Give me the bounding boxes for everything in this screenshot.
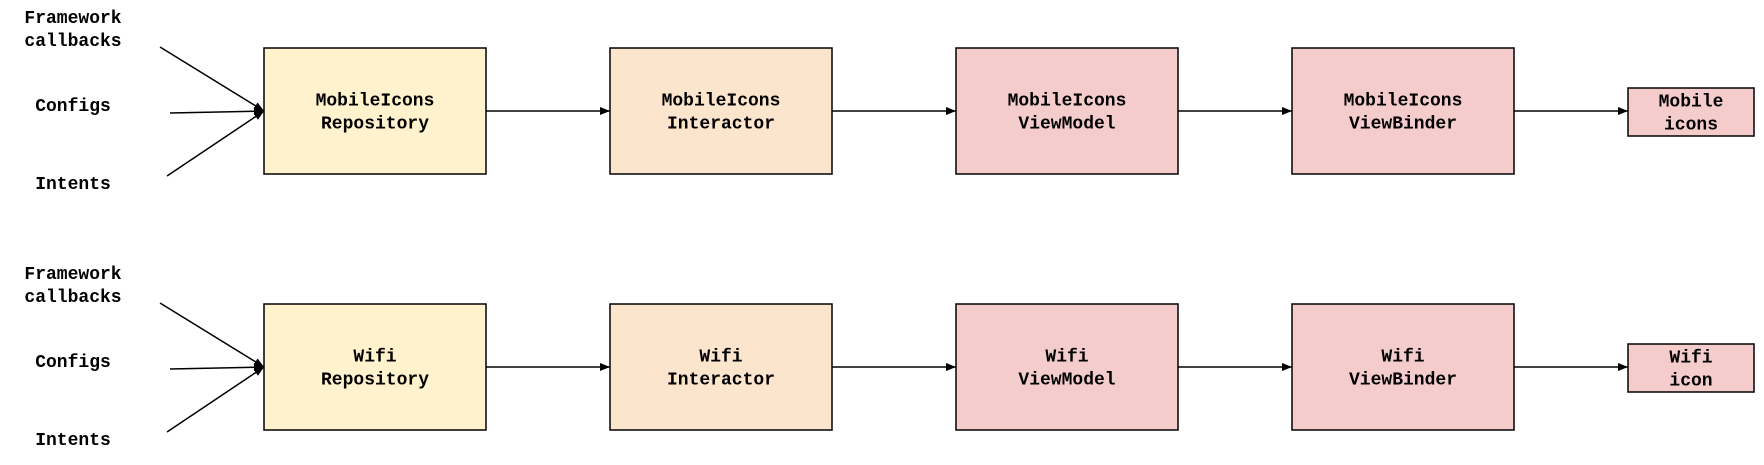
input-label: Intents [35, 175, 111, 195]
node-label-line: MobileIcons [662, 92, 781, 112]
input-label: Configs [35, 97, 111, 117]
node-label-line: ViewModel [1018, 115, 1115, 135]
input-label: Framework callbacks [24, 265, 121, 308]
node-label-line: ViewModel [1018, 371, 1115, 391]
input-arrow [159, 46, 265, 112]
input-label-line: callbacks [24, 288, 121, 308]
node-box [263, 303, 487, 431]
node-label-line: Interactor [667, 371, 775, 391]
node-label-line: Wifi [353, 348, 396, 368]
node-label-line: icons [1664, 116, 1718, 136]
input-label-line: Framework [24, 9, 121, 29]
node-label-line: Wifi [1381, 348, 1424, 368]
node-label-line: Wifi [1669, 349, 1712, 369]
node-box [609, 303, 833, 431]
node-label-line: Interactor [667, 115, 775, 135]
input-source: Framework callbacks [24, 265, 121, 308]
node-box [1627, 87, 1755, 137]
input-arrow [166, 366, 265, 433]
node-box [1291, 47, 1515, 175]
node-box [1627, 343, 1755, 393]
node-label-line: ViewBinder [1349, 371, 1457, 391]
node-label-line: Wifi [699, 348, 742, 368]
node-label: Mobile icons [1659, 93, 1724, 136]
input-label-line: callbacks [24, 32, 121, 52]
input-label: Intents [35, 431, 111, 451]
input-label-line: Configs [35, 97, 111, 117]
node-label-line: Wifi [1045, 348, 1088, 368]
node-label-line: Mobile [1659, 93, 1724, 113]
input-label: Configs [35, 353, 111, 373]
node-label: Wifi icon [1669, 349, 1712, 392]
node-label-line: MobileIcons [1344, 92, 1463, 112]
input-label-line: Intents [35, 175, 111, 195]
input-source: Configs [35, 353, 111, 373]
input-label-line: Framework [24, 265, 121, 285]
node-label-line: MobileIcons [316, 92, 435, 112]
input-source: Intents [35, 175, 111, 195]
input-source: Framework callbacks [24, 9, 121, 52]
node-view: Mobile icons [1627, 87, 1755, 137]
input-label-line: Intents [35, 431, 111, 451]
input-label: Framework callbacks [24, 9, 121, 52]
input-arrow [169, 363, 265, 372]
node-box [955, 47, 1179, 175]
node-box [609, 47, 833, 175]
input-arrow [169, 107, 265, 116]
node-label-line: ViewBinder [1349, 115, 1457, 135]
node-label-line: Repository [321, 371, 429, 391]
node-label-line: icon [1669, 372, 1712, 392]
input-arrow [159, 302, 265, 368]
node-box [263, 47, 487, 175]
input-label-line: Configs [35, 353, 111, 373]
input-arrow [166, 110, 265, 177]
input-source: Configs [35, 97, 111, 117]
node-label-line: MobileIcons [1008, 92, 1127, 112]
node-box [1291, 303, 1515, 431]
node-view: Wifi icon [1627, 343, 1755, 393]
node-label-line: Repository [321, 115, 429, 135]
input-source: Intents [35, 431, 111, 451]
node-box [955, 303, 1179, 431]
